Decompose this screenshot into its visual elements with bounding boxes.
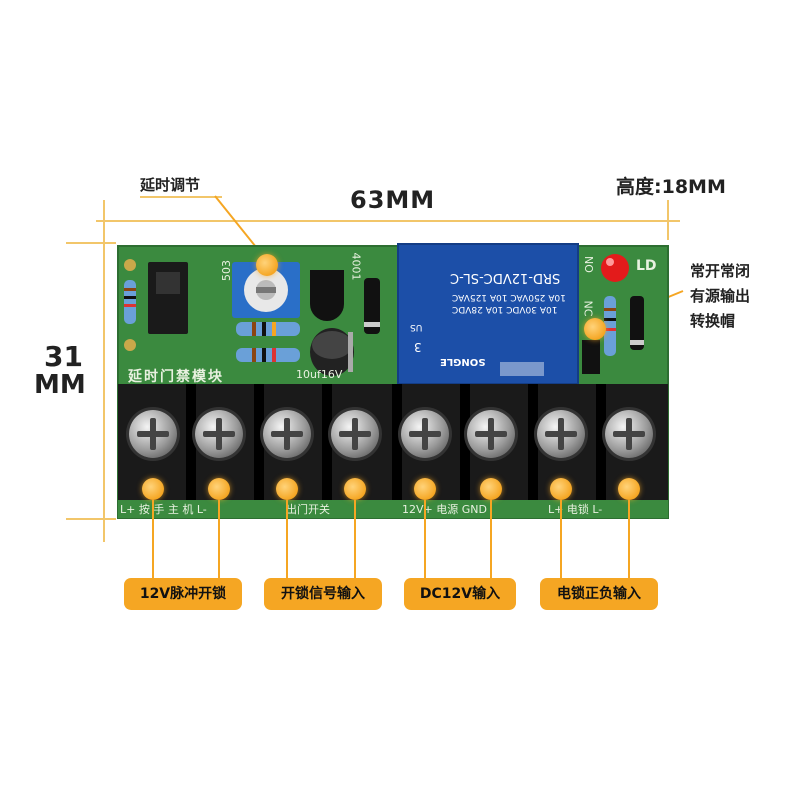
terminal-screw xyxy=(467,410,515,458)
resistor-mid-2 xyxy=(236,348,300,362)
jumper-cap xyxy=(582,340,600,374)
diode xyxy=(364,278,380,334)
height-dim-tick-top xyxy=(66,242,116,244)
delay-adjust-dot xyxy=(256,254,278,276)
terminal-label-3: 12V+ 电源 GND xyxy=(402,503,487,516)
terminal-dot-8 xyxy=(618,478,640,500)
delay-adjust-label: 延时调节 xyxy=(140,176,201,194)
jumper-dot xyxy=(584,318,606,340)
no-nc-label-2: 有源输出 xyxy=(690,287,751,305)
leader-line-6 xyxy=(490,500,492,578)
width-dim-label: 63MM xyxy=(350,186,436,214)
no-nc-label-3: 转换帽 xyxy=(690,312,736,330)
relay-brand: SONGLE xyxy=(440,356,486,367)
led-label: LD xyxy=(636,258,657,274)
transistor xyxy=(310,270,344,321)
relay-model: SRD-12VDC-SL-C xyxy=(450,270,561,285)
board-diode-label: 4001 xyxy=(349,252,363,281)
height-dim-tick-bottom xyxy=(66,518,116,520)
terminal-screw xyxy=(129,410,177,458)
height-dim-label: 31 xyxy=(44,340,83,373)
relay-rating-2: 10A 30VDC 10A 28VDC xyxy=(452,304,558,314)
leader-line-1 xyxy=(152,500,154,578)
height-dim-line xyxy=(103,236,105,542)
pill-12v-pulse-unlock: 12V脉冲开锁 xyxy=(124,578,242,610)
width-dim-tick-right xyxy=(667,200,669,240)
terminal-screw xyxy=(331,410,379,458)
width-dim-tick-left xyxy=(103,200,105,240)
terminal-screw xyxy=(537,410,585,458)
terminal-dot-7 xyxy=(550,478,572,500)
resistor-left xyxy=(124,280,136,324)
diode-right xyxy=(630,296,644,350)
height-dim-unit: MM xyxy=(34,370,86,400)
terminal-dot-3 xyxy=(276,478,298,500)
board-pot-label: 503 xyxy=(220,260,233,281)
terminal-screw xyxy=(195,410,243,458)
terminal-dot-5 xyxy=(414,478,436,500)
relay-digit: 3 xyxy=(414,340,422,354)
leader-line-3 xyxy=(286,500,288,578)
terminal-ribs xyxy=(186,384,606,506)
terminal-dot-4 xyxy=(344,478,366,500)
terminal-label-2: 出门开关 xyxy=(286,503,330,516)
terminal-dot-6 xyxy=(480,478,502,500)
leader-line-7 xyxy=(560,500,562,578)
relay-us: US xyxy=(410,322,423,332)
relay-rating-1: 10A 250VAC 10A 125VAC xyxy=(452,292,566,302)
relay xyxy=(398,244,578,384)
leader-line-8 xyxy=(628,500,630,578)
pill-lock-power-input: 电锁正负输入 xyxy=(540,578,658,610)
leader-line-5 xyxy=(424,500,426,578)
mount-hole-tl xyxy=(124,259,136,271)
leader-line-2 xyxy=(218,500,220,578)
board-cap-label: 10uf16V xyxy=(296,368,343,381)
terminal-dot-2 xyxy=(208,478,230,500)
delay-adjust-underline xyxy=(140,196,222,198)
nc-label: NC xyxy=(581,300,595,317)
terminal-dot-1 xyxy=(142,478,164,500)
resistor-mid-1 xyxy=(236,322,300,336)
led xyxy=(601,254,629,282)
pill-dc12v-input: DC12V输入 xyxy=(404,578,516,610)
terminal-screw xyxy=(263,410,311,458)
thickness-label: 高度:18MM xyxy=(616,176,726,198)
terminal-label-1: L+ 按 手 主 机 L- xyxy=(120,503,207,516)
width-dim-line xyxy=(96,220,680,222)
terminal-screw xyxy=(605,410,653,458)
terminal-screw xyxy=(401,410,449,458)
pill-unlock-signal-input: 开锁信号输入 xyxy=(264,578,382,610)
leader-line-4 xyxy=(354,500,356,578)
mount-hole-bl xyxy=(124,339,136,351)
no-nc-label-1: 常开常闭 xyxy=(690,262,751,280)
terminal-label-4: L+ 电锁 L- xyxy=(548,503,603,516)
no-label: NO xyxy=(581,256,595,273)
board-silkscreen-title: 延时门禁模块 xyxy=(128,369,224,385)
